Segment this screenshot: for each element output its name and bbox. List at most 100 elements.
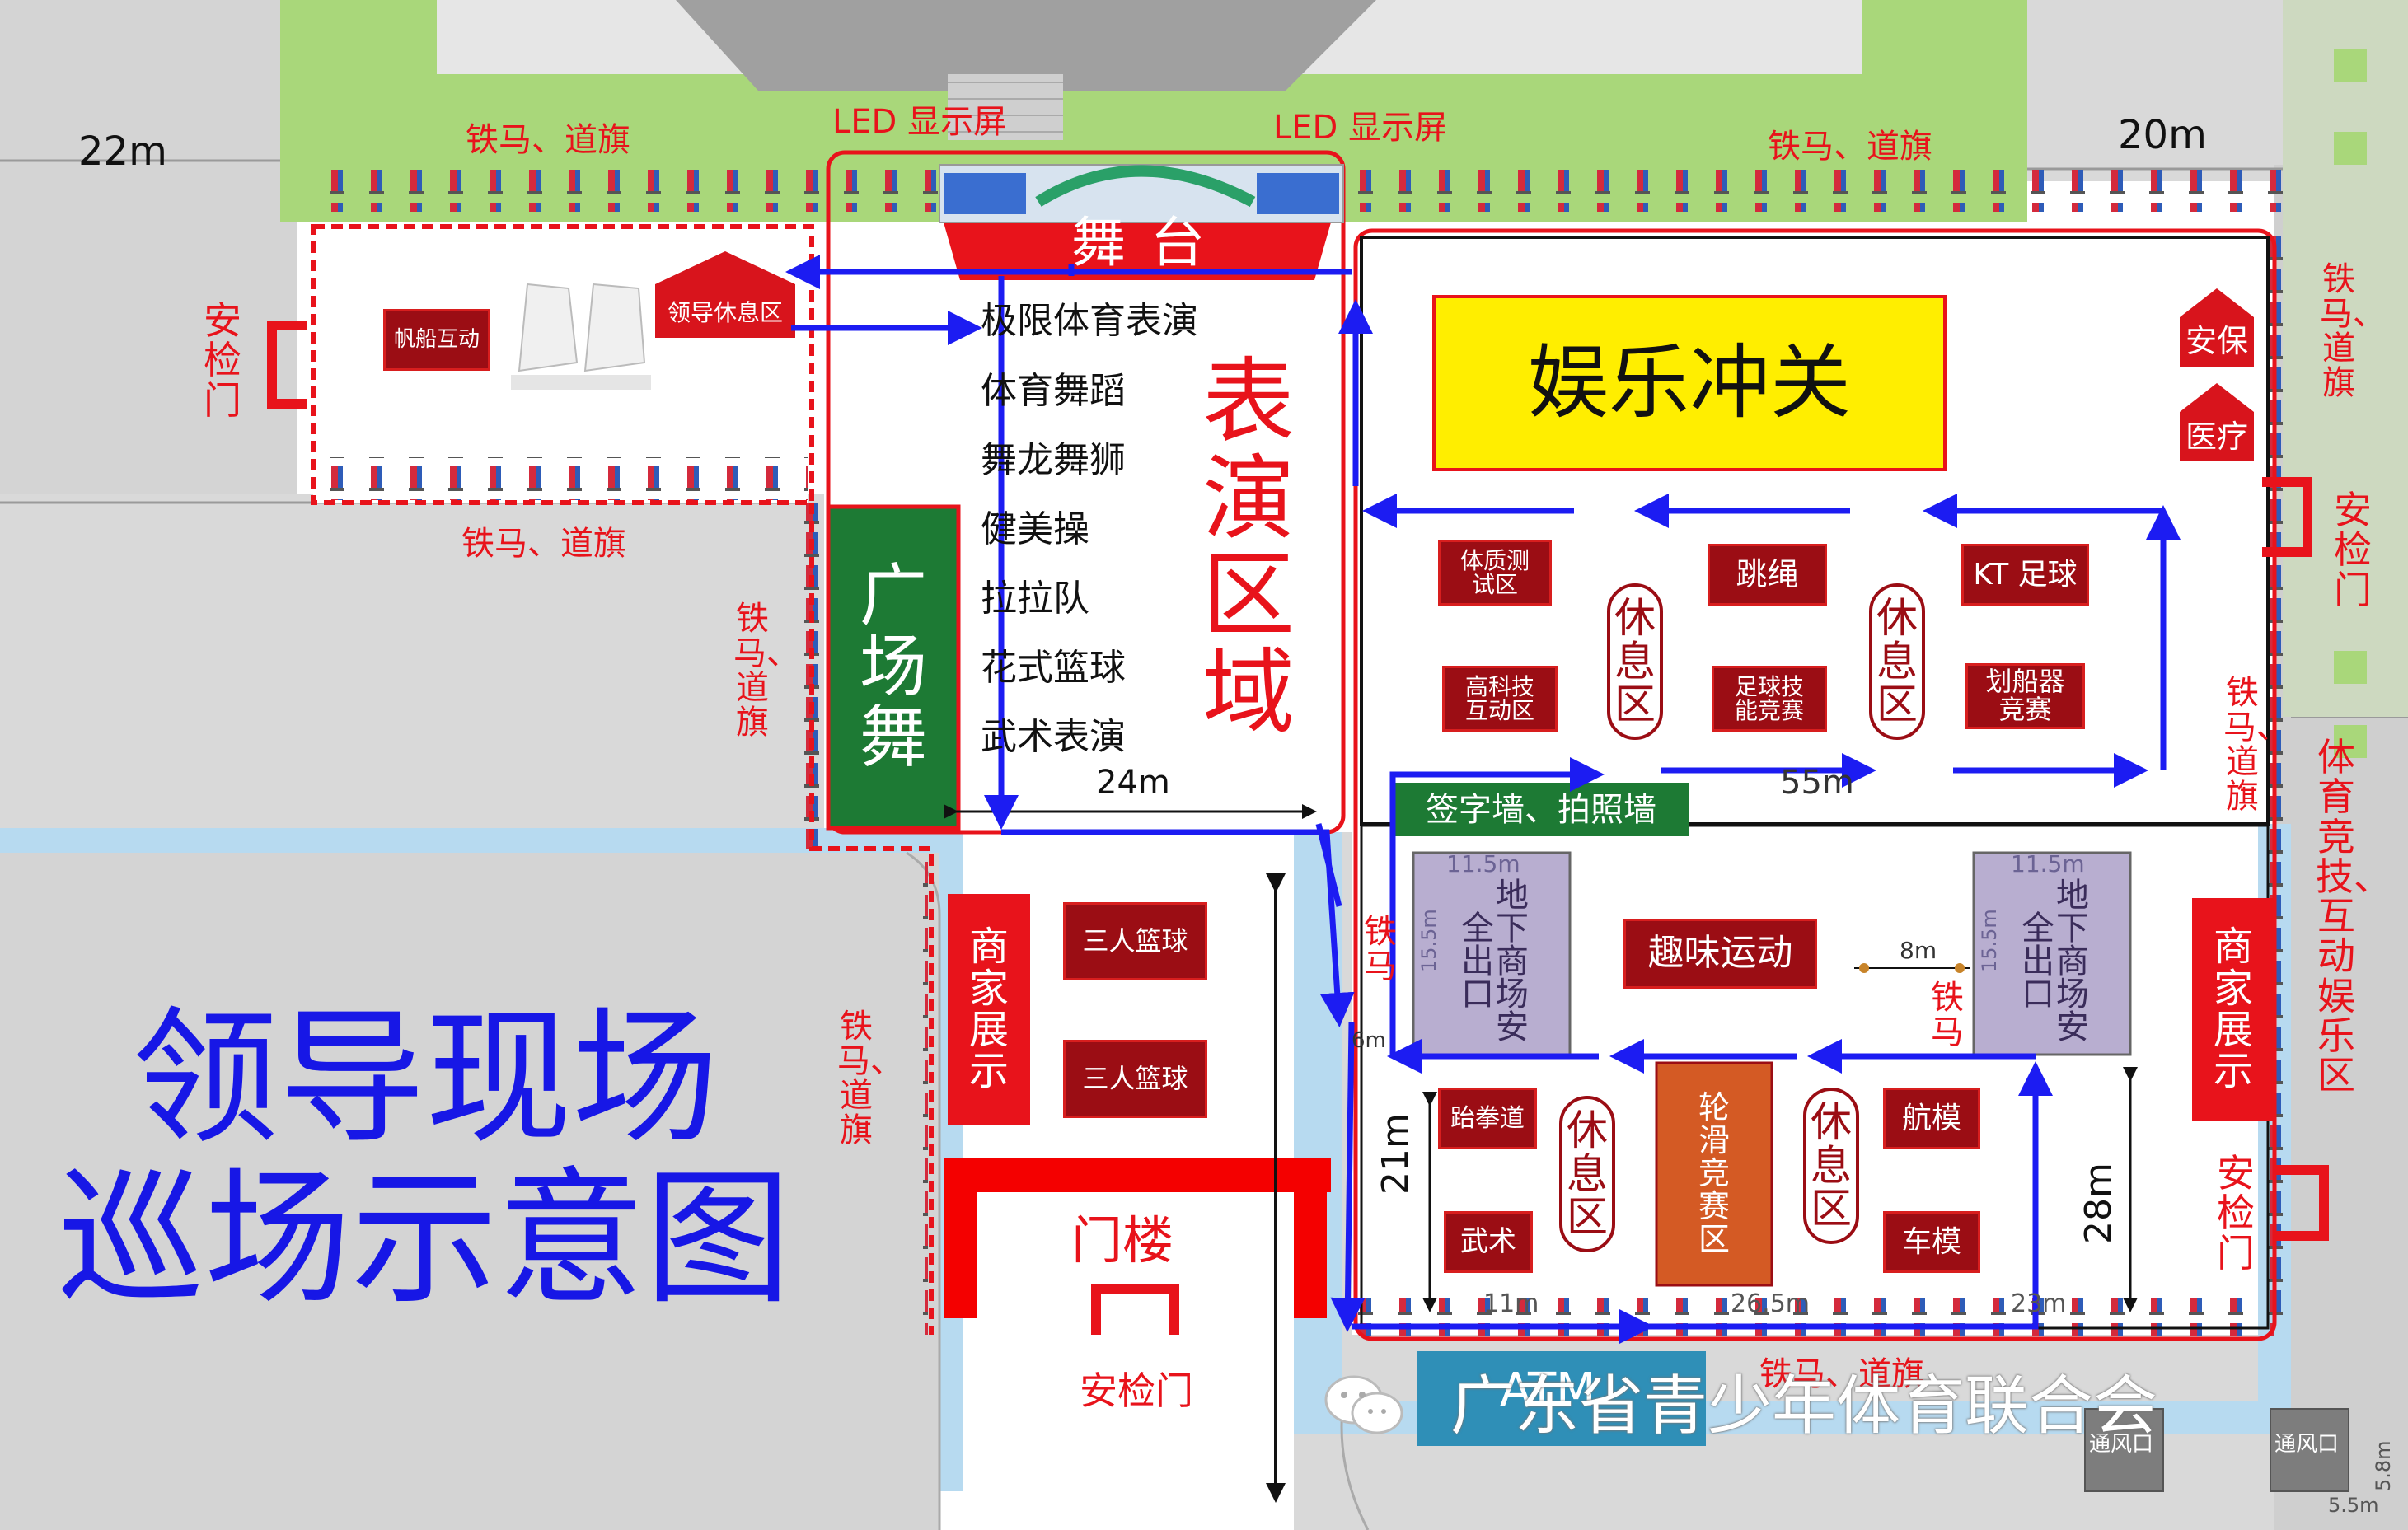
stall-fitness-test: 体质测试区: [1438, 540, 1552, 606]
rest-area-3: 休息区: [1559, 1096, 1615, 1252]
stall-car-model: 车模: [1883, 1211, 1980, 1273]
gate-tower-top: [944, 1158, 1331, 1192]
dim-entertainment-width: 55m: [1780, 764, 1854, 802]
atm-label: ATM: [1500, 1364, 1596, 1417]
flags-top-mid: [832, 169, 948, 212]
perf-item-7: 武术表演: [981, 716, 1126, 758]
dim-stage-width: 24m: [1096, 764, 1170, 802]
dim-w-23: 23m: [2011, 1289, 2067, 1318]
barrier-vert-1: 铁马、道旗: [733, 600, 799, 742]
plaza-dance-label: 广场舞: [859, 556, 927, 778]
lower-left-block: [0, 853, 939, 1530]
vent-2-label: 通风口: [2274, 1432, 2340, 1457]
perf-item-1: 极限体育表演: [981, 300, 1198, 342]
stall-aero-model: 航模: [1883, 1088, 1980, 1149]
dim-mall-w-2: 11.5m: [2011, 850, 2085, 877]
sign-wall-bg: [1393, 783, 1689, 836]
medical-house: [2180, 383, 2254, 461]
vent-1-label: 通风口: [2089, 1432, 2154, 1457]
stall-skating: 轮滑竞赛区: [1698, 1089, 1730, 1257]
dim-vent-w: 5.5m: [2328, 1494, 2379, 1517]
entertainment-box: [1432, 295, 1947, 471]
stage-label: 舞台: [1071, 211, 1230, 274]
flags-top-right: [1352, 169, 2283, 212]
barrier-top-right-label: 铁马、道旗: [1768, 128, 1932, 166]
sail-zone-border: [311, 224, 814, 505]
dim-gap-8: 8m: [1900, 937, 1937, 964]
dim-mall-w-1: 11.5m: [1446, 850, 1520, 877]
security-gate-left-label: 安检门: [204, 298, 241, 423]
dim-vent-h: 5.8m: [2372, 1440, 2395, 1491]
gate-tower-left: [944, 1158, 977, 1318]
dim-gap-6: 6m: [1352, 1028, 1386, 1053]
dim-height-28: 28m: [2078, 1163, 2120, 1244]
stall-hightech: 高科技互动区: [1442, 666, 1558, 732]
entertain-zone-border: [1353, 228, 2277, 1341]
perf-item-3: 舞龙舞狮: [981, 439, 1126, 481]
left-top-road: [0, 0, 297, 494]
security-label: 安保: [2185, 323, 2248, 360]
rest-area-2: 休息区: [1869, 583, 1925, 740]
stall-jump-rope: 跳绳: [1708, 544, 1827, 606]
mall-exit-2-bg: [1972, 851, 2132, 1056]
perf-item-5: 拉拉队: [981, 578, 1089, 620]
flags-left-vert: [307, 222, 328, 503]
entertainment-label: 娱乐冲关: [1527, 335, 1851, 430]
barrier-vert-2: 铁马、道旗: [837, 1008, 903, 1149]
rest-area-4: 休息区: [1803, 1088, 1859, 1244]
stall-rowing: 划船器竞赛: [1965, 663, 2085, 729]
vent-2: [2270, 1408, 2349, 1492]
perf-item-4: 健美操: [981, 508, 1089, 550]
led-left-label: LED 显示屏: [832, 103, 1007, 141]
entertain-inner: [1360, 236, 2270, 826]
mall-exit-1-bg: [1412, 851, 1572, 1056]
stall-three-bb-1: 三人篮球: [1063, 902, 1207, 980]
security-gate-right-low-label: 安检门: [2217, 1151, 2255, 1275]
atm-box: [1417, 1351, 1706, 1446]
vip-rest-label: 领导休息区: [667, 299, 783, 327]
barrier-top-left-label: 铁马、道旗: [466, 121, 630, 159]
medical-label: 医疗: [2185, 419, 2248, 456]
barrier-mid-left-label: 铁马、道旗: [461, 525, 626, 563]
perf-item-6: 花式篮球: [981, 647, 1126, 689]
stall-kt-football: KT 足球: [1961, 544, 2089, 606]
mall-exit-1-label: 地下商场安全出口: [1455, 877, 1528, 1042]
security-house: [2180, 288, 2254, 367]
dim-w-11: 11m: [1483, 1289, 1539, 1318]
fun-sports-label: 趣味运动: [1623, 919, 1817, 989]
gate-bottom-door: [1091, 1284, 1179, 1335]
water-left: [0, 828, 935, 853]
sign-wall-label: 签字墙、拍照墙: [1426, 790, 1656, 829]
vip-rest-house: [655, 251, 795, 338]
stall-football-skill: 足球技能竞赛: [1712, 666, 1827, 732]
flags-top-left: [321, 169, 832, 212]
stall-wushu: 武术: [1444, 1211, 1533, 1273]
dim-left: 22m: [78, 129, 167, 175]
dim-height-21: 21m: [1375, 1113, 1417, 1195]
dim-w-26: 26.5m: [1731, 1289, 1811, 1318]
gate-tower-right: [1294, 1158, 1327, 1318]
vent-1: [2084, 1408, 2164, 1492]
flags-sail-bottom: [313, 457, 808, 500]
flags-road-vert: [907, 857, 928, 1335]
gate-tower-label: 门楼: [1071, 1210, 1174, 1270]
merchant-left-label: 商家展示: [948, 894, 1030, 1125]
dim-right-top: 20m: [2118, 112, 2207, 158]
rest-area-1: 休息区: [1607, 583, 1663, 740]
performance-area-label: 表演区域: [1202, 349, 1295, 746]
mall-exit-2-label: 地下商场安全出口: [2016, 877, 2088, 1042]
merchant-right-label: 商家展示: [2192, 898, 2274, 1121]
tour-route: [785, 255, 2181, 1344]
dim-mall-h-1: 15.5m: [1417, 909, 1441, 972]
sailboat-1: [518, 283, 579, 372]
watermark-label: 广东省青少年体育联合会: [1450, 1369, 2158, 1443]
sailboat-2: [583, 283, 646, 372]
barrier-bottom-label: 铁马、道旗: [1759, 1355, 1924, 1393]
skating-bg: [1655, 1061, 1773, 1287]
title-line-2: 巡场示意图: [58, 1153, 791, 1324]
grass-right: [2283, 0, 2408, 717]
wechat-icon: [1323, 1372, 1405, 1438]
sports-area-label: 体育竞技、互动娱乐区: [2316, 735, 2392, 1098]
dim-mall-h-2: 15.5m: [1978, 909, 2001, 972]
